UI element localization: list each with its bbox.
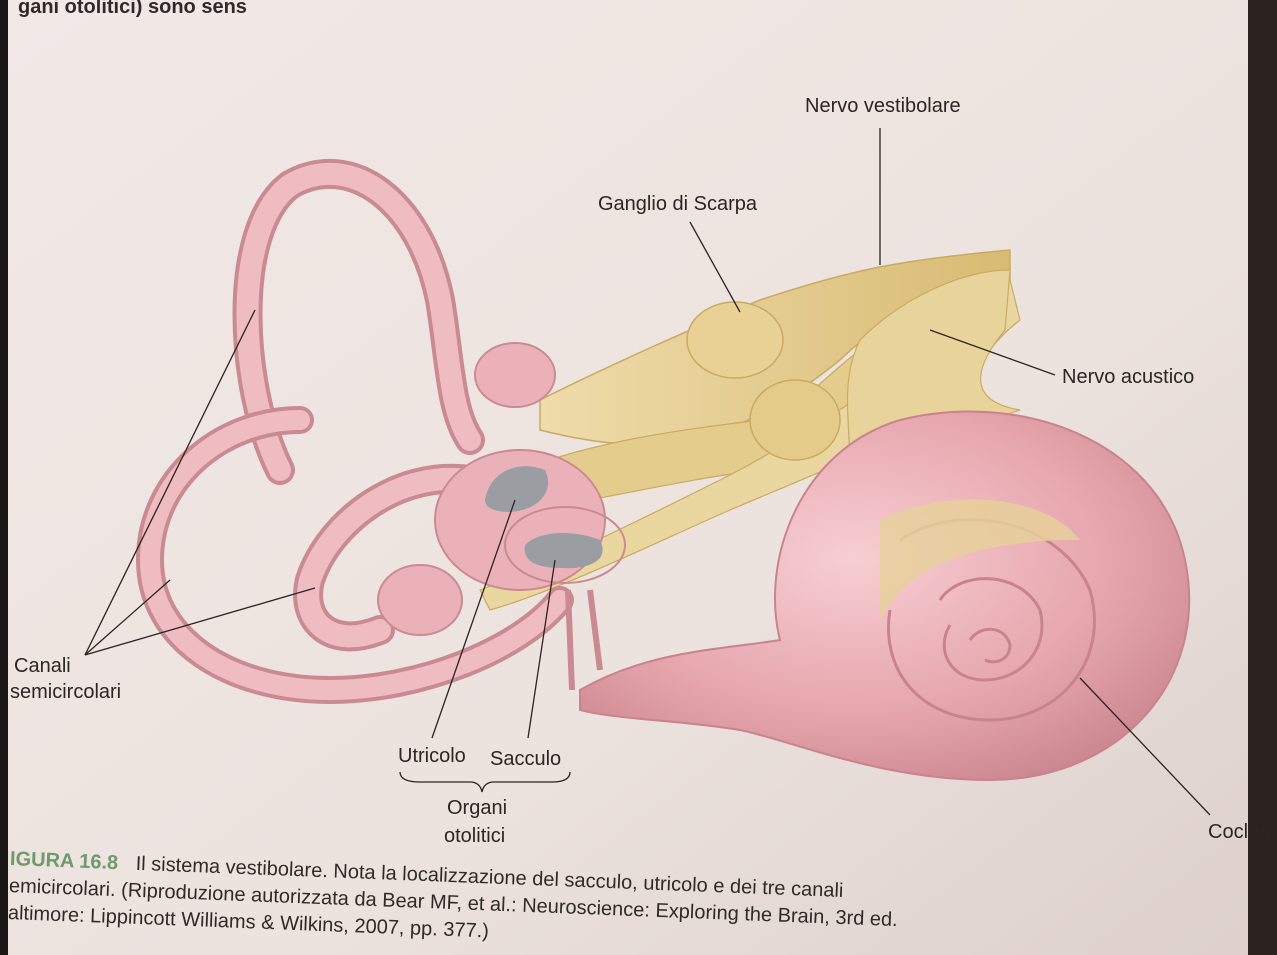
label-utricolo: Utricolo <box>398 745 466 767</box>
label-sacculo: Sacculo <box>490 748 561 770</box>
page-right-shadow <box>1248 0 1277 955</box>
scarpa-ganglion-upper <box>687 302 783 378</box>
saccule-otolith <box>525 533 603 568</box>
label-organi-line2: otolitici <box>444 825 505 847</box>
label-organi-line1: Organi <box>447 797 507 819</box>
label-coclea: Coclea <box>1208 821 1271 843</box>
ampulla-lower <box>378 565 462 635</box>
label-nervo-vestibolare: Nervo vestibolare <box>805 95 961 117</box>
caption-figure-number: IGURA 16.8 <box>10 848 119 874</box>
scarpa-ganglion-lower <box>750 380 840 460</box>
header-fragment: gani otolitici) sono sens <box>18 0 247 18</box>
label-canali-line2: semicircolari <box>10 681 121 703</box>
label-canali-line1: Canali <box>14 655 71 677</box>
label-ganglio-di-scarpa: Ganglio di Scarpa <box>598 193 758 215</box>
label-nervo-acustico: Nervo acustico <box>1062 366 1194 388</box>
ampulla-upper <box>475 343 555 407</box>
